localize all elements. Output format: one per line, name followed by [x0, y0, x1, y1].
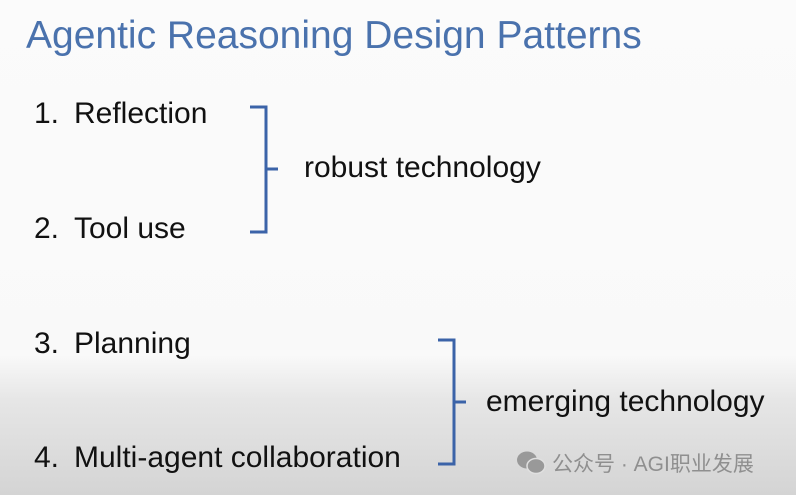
item-number: 2.	[34, 212, 60, 245]
wechat-icon	[517, 451, 546, 475]
item-number: 3.	[34, 327, 60, 360]
pattern-item-multi-agent: 4. Multi-agent collaboration	[34, 441, 401, 475]
group-label-robust: robust technology	[304, 151, 541, 184]
item-label: Multi-agent collaboration	[74, 441, 401, 474]
pattern-item-tool-use: 2. Tool use	[34, 212, 186, 246]
slide-title: Agentic Reasoning Design Patterns	[26, 14, 642, 57]
item-label: Tool use	[74, 212, 186, 245]
item-label: Planning	[74, 327, 191, 360]
item-number: 4.	[34, 441, 60, 474]
brace-icon	[250, 105, 278, 234]
pattern-item-reflection: 1. Reflection	[34, 97, 207, 131]
group-label-emerging: emerging technology	[486, 385, 765, 418]
watermark: 公众号 · AGI职业发展	[516, 448, 754, 478]
item-label: Reflection	[74, 97, 208, 130]
brace-icon	[438, 338, 466, 466]
watermark-text: 公众号 · AGI职业发展	[552, 453, 754, 476]
pattern-item-planning: 3. Planning	[34, 327, 191, 361]
item-number: 1.	[34, 97, 60, 130]
